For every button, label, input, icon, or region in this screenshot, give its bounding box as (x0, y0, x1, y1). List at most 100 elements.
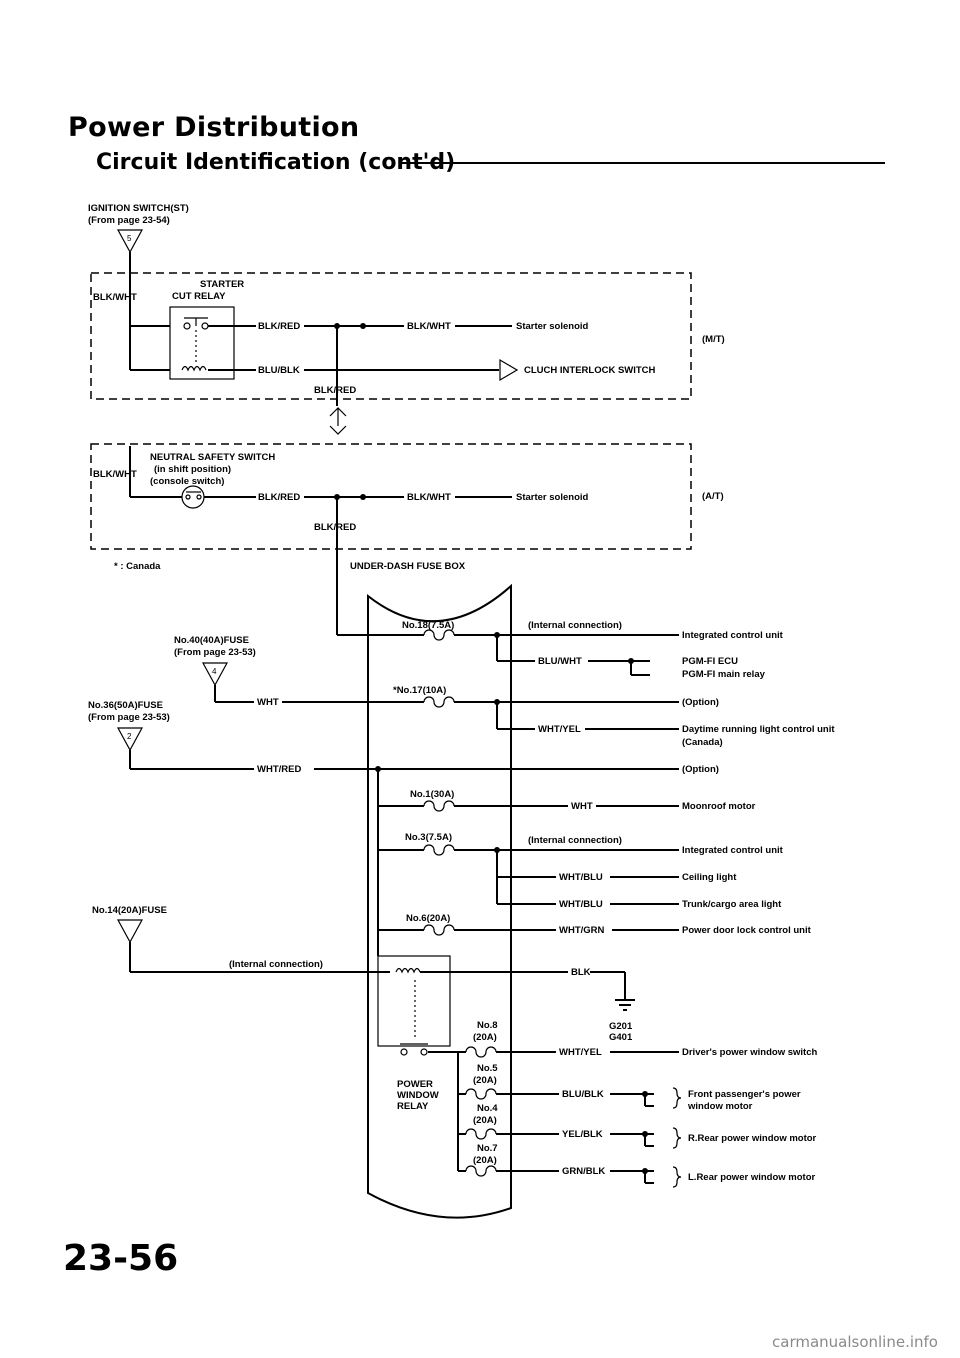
fuse4-label: No.4 (477, 1103, 498, 1114)
fuse36-page: (From page 23-53) (88, 712, 170, 723)
at-wire-in: BLK/WHT (93, 469, 137, 480)
fuse5-rating: (20A) (473, 1075, 497, 1086)
fuse18-icon (423, 629, 455, 641)
internal-connection-1: (Internal connection) (528, 620, 622, 631)
pw-relay-coil-icon (395, 967, 421, 974)
fuse7-label: No.7 (477, 1143, 498, 1154)
load-r-rear: R.Rear power window motor (688, 1133, 817, 1144)
fuse40-label: No.40(40A)FUSE (174, 635, 249, 646)
wire-wht-yel: WHT/YEL (538, 724, 581, 735)
at-tag: (A/T) (702, 491, 724, 502)
ignition-switch-page: (From page 23-54) (88, 215, 170, 226)
wire-wht-blu-2: WHT/BLU (559, 899, 603, 910)
wire-wht: WHT (257, 697, 279, 708)
fuse8-label: No.8 (477, 1020, 498, 1031)
svg-text:4: 4 (212, 667, 217, 676)
neutral-switch-note2: (console switch) (150, 476, 224, 487)
under-dash-fuse-box (367, 583, 512, 1219)
load-trunk: Trunk/cargo area light (682, 899, 782, 910)
neutral-switch-label: NEUTRAL SAFETY SWITCH (150, 452, 275, 463)
canada-note: * : Canada (114, 561, 161, 572)
ground-g201: G201 (609, 1021, 633, 1032)
mt-box (90, 272, 692, 400)
page-number: 23-56 (63, 1238, 179, 1279)
mt-tag: (M/T) (702, 334, 725, 345)
clutch-interlock-switch: CLUCH INTERLOCK SWITCH (524, 365, 656, 376)
fuse5-icon (465, 1088, 497, 1100)
pw-relay-label-2: WINDOW (397, 1090, 439, 1101)
fuse17-icon (423, 696, 455, 708)
svg-text:5: 5 (127, 234, 132, 243)
wire-wht-2: WHT (571, 801, 593, 812)
mt-wire-in: BLK/WHT (93, 292, 137, 303)
at-wire-out: BLK/RED (258, 492, 300, 503)
load-drl: Daytime running light control unit (682, 724, 835, 735)
fuse7-rating: (20A) (473, 1155, 497, 1166)
fuse1-label: No.1(30A) (410, 789, 454, 800)
section-subtitle: Circuit Identification (cont'd) (96, 150, 456, 175)
load-l-rear: L.Rear power window motor (688, 1172, 816, 1183)
fuse6-icon (423, 924, 455, 936)
fuse3-label: No.3(7.5A) (405, 832, 452, 843)
load-icu-1: Integrated control unit (682, 630, 784, 641)
fuse14-label: No.14(20A)FUSE (92, 905, 167, 916)
at-wire-to-solenoid: BLK/WHT (407, 492, 451, 503)
fuse-box-title: UNDER-DASH FUSE BOX (350, 561, 466, 572)
mt-solenoid: Starter solenoid (516, 321, 589, 332)
fuse5-label: No.5 (477, 1063, 498, 1074)
wire-grn-blk: GRN/BLK (562, 1166, 605, 1177)
internal-connection-2: (Internal connection) (528, 835, 622, 846)
load-pgm-ecu: PGM-FI ECU (682, 656, 738, 667)
load-front-pass-1: Front passenger's power (688, 1089, 801, 1100)
fuse18-label: No.18(7.5A) (402, 620, 454, 631)
fuse40-page: (From page 23-53) (174, 647, 256, 658)
pw-relay-label-1: POWER (397, 1079, 433, 1090)
internal-connection-3: (Internal connection) (229, 959, 323, 970)
neutral-switch-note1: (in shift position) (154, 464, 231, 475)
svg-text:2: 2 (127, 732, 132, 741)
fuse8-rating: (20A) (473, 1032, 497, 1043)
load-option-1: (Option) (682, 697, 719, 708)
fuse40-terminal-icon: 4 (201, 662, 229, 687)
fuse8-icon (465, 1046, 497, 1058)
fuse4-rating: (20A) (473, 1115, 497, 1126)
fuse14-terminal-icon (116, 919, 144, 944)
mt-wire-out1: BLK/RED (258, 321, 300, 332)
ignition-switch-label: IGNITION SWITCH(ST) (88, 203, 189, 214)
load-pgm-relay: PGM-FI main relay (682, 669, 766, 680)
power-window-relay (377, 955, 451, 1047)
load-icu-2: Integrated control unit (682, 845, 784, 856)
fuse1-icon (423, 800, 455, 812)
wire-wht-grn: WHT/GRN (559, 925, 605, 936)
mt-wire-to-solenoid: BLK/WHT (407, 321, 451, 332)
relay-switch-icon (183, 317, 209, 330)
at-box (90, 443, 692, 550)
wire-yel-blk: YEL/BLK (562, 1129, 603, 1140)
fuse4-icon (465, 1128, 497, 1140)
fuse3-icon (423, 844, 455, 856)
load-front-pass-2: window motor (687, 1101, 753, 1112)
starter-relay-label: STARTER (200, 279, 244, 290)
fuse36-label: No.36(50A)FUSE (88, 700, 163, 711)
wire-wht-yel-2: WHT/YEL (559, 1047, 602, 1058)
interlock-switch-icon (499, 358, 519, 382)
wire-blu-wht: BLU/WHT (538, 656, 582, 667)
watermark: carmanualsonline.info (772, 1333, 938, 1351)
pw-relay-label-3: RELAY (397, 1101, 429, 1112)
load-moonroof: Moonroof motor (682, 801, 756, 812)
starter-cut-relay (169, 306, 235, 380)
mt-wire-down: BLK/RED (314, 385, 356, 396)
fuse6-label: No.6(20A) (406, 913, 450, 924)
ignition-terminal-icon: 5 (116, 229, 144, 254)
wire-wht-red: WHT/RED (257, 764, 301, 775)
neutral-safety-switch-icon (181, 485, 205, 509)
mt-wire-out2: BLU/BLK (258, 365, 300, 376)
ground-g401: G401 (609, 1032, 633, 1043)
at-solenoid: Starter solenoid (516, 492, 589, 503)
fuse36-terminal-icon: 2 (116, 727, 144, 752)
load-drivers-window: Driver's power window switch (682, 1047, 817, 1058)
load-door-lock: Power door lock control unit (682, 925, 812, 936)
swap-arrow-icon (329, 407, 347, 435)
fuse7-icon (465, 1165, 497, 1177)
